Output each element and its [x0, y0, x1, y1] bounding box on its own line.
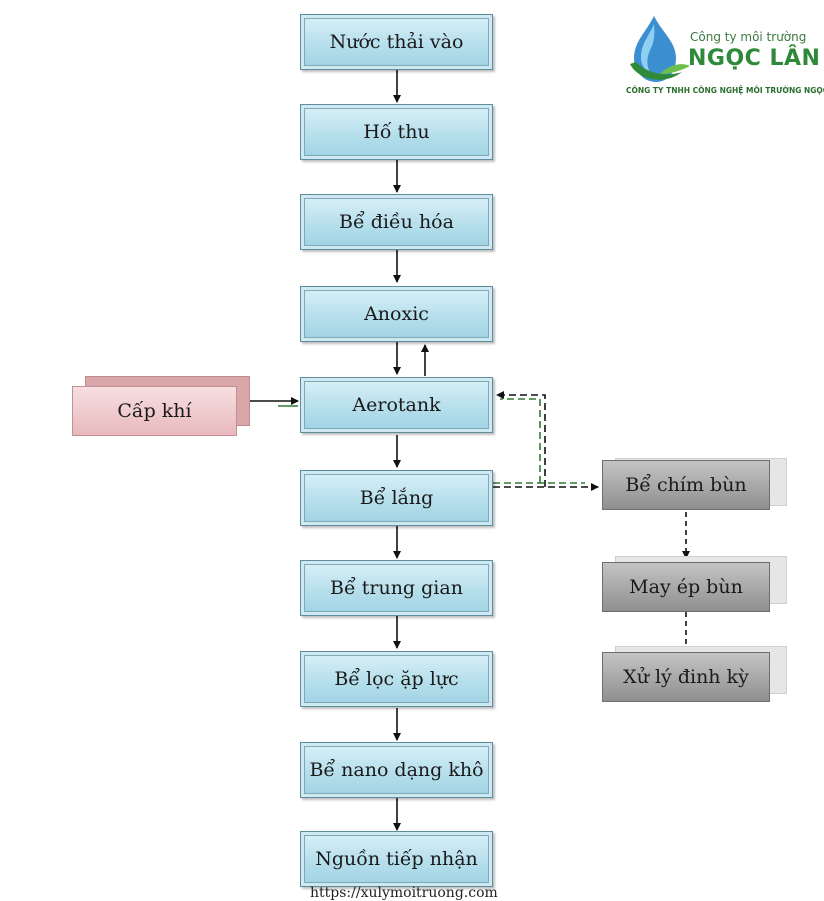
process-label: Bể nano dạng khô [309, 759, 484, 781]
process-box-intermediate-tank: Bể trung gian [300, 560, 493, 616]
process-label: Anoxic [364, 303, 429, 325]
footer-url: https://xulymoitruong.com [310, 885, 498, 901]
return-to-aerotank-green [500, 398, 541, 483]
process-label: Nguồn tiếp nhận [315, 848, 478, 870]
process-label: Hố thu [363, 121, 430, 143]
periodic-treatment-box: Xử lý đinh kỳ [602, 652, 770, 702]
process-box-pressure-filter: Bể lọc ặp lực [300, 651, 493, 707]
sludge-label: May ép bùn [629, 576, 743, 598]
sludge-recycle-lines [493, 391, 599, 491]
sludge-tank-box: Bể chím bùn [602, 460, 770, 510]
logo-name: NGỌC LÂN [688, 46, 821, 71]
process-box-inflow: Nước thải vào [300, 14, 493, 70]
logo-subtitle: CÔNG TY TNHH CÔNG NGHỆ MÔI TRƯỜNG NGỌC L… [626, 86, 824, 95]
process-box-receiving-source: Nguồn tiếp nhận [300, 831, 493, 887]
process-box-nano-tank: Bể nano dạng khô [300, 742, 493, 798]
process-label: Bể trung gian [330, 577, 463, 599]
process-label: Bể lắng [359, 487, 434, 509]
process-box-collection-pit: Hố thu [300, 104, 493, 160]
air-supply-label: Cấp khí [117, 400, 192, 422]
sludge-label: Bể chím bùn [625, 474, 747, 496]
process-box-equalization-tank: Bể điều hóa [300, 194, 493, 250]
sludge-press-box: May ép bùn [602, 562, 770, 612]
process-box-settling-tank: Bể lắng [300, 470, 493, 526]
process-box-anoxic: Anoxic [300, 286, 493, 342]
company-logo: Công ty môi trường NGỌC LÂN CÔNG TY TNHH… [624, 14, 824, 102]
process-box-aerotank: Aerotank [300, 377, 493, 433]
return-to-aerotank [496, 391, 546, 487]
logo-tagline: Công ty môi trường [690, 30, 807, 44]
sludge-label: Xử lý đinh kỳ [623, 666, 749, 688]
air-supply-box: Cấp khí [72, 386, 237, 436]
process-label: Aerotank [352, 394, 441, 416]
process-label: Nước thải vào [329, 31, 464, 53]
water-drop-icon [630, 16, 690, 82]
process-label: Bể điều hóa [339, 211, 454, 233]
process-label: Bể lọc ặp lực [334, 668, 459, 690]
main-flow-arrows [393, 70, 429, 831]
